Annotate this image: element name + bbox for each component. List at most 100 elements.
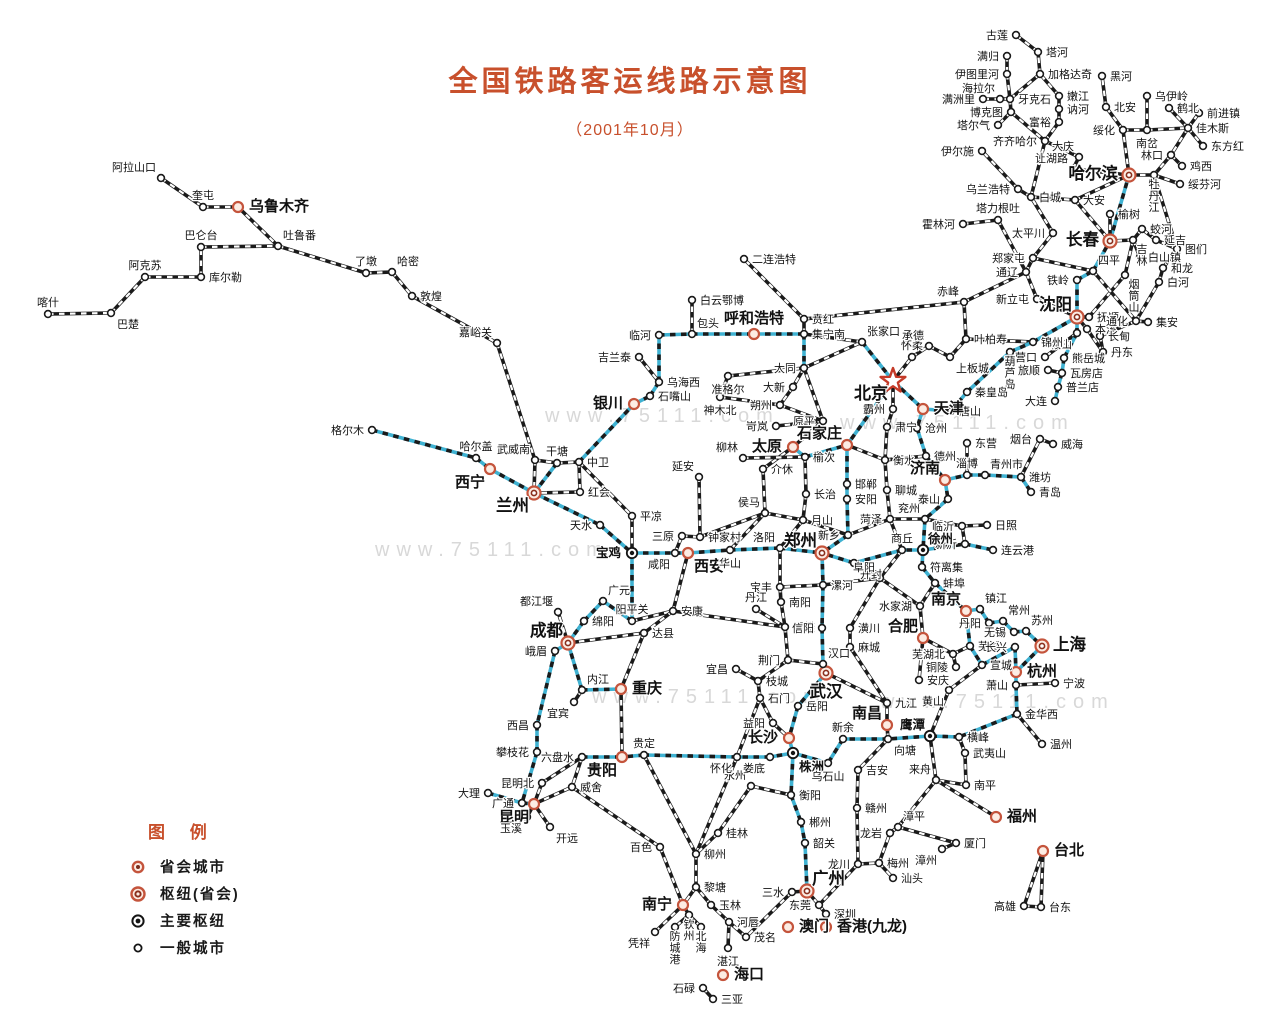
station-label: 淄博 <box>956 457 978 470</box>
station-label: 新余 <box>832 720 854 734</box>
rail-segment-ties <box>981 150 1019 190</box>
city-marker <box>574 457 584 467</box>
rail-segment-base <box>1123 239 1135 276</box>
rail-segment-ties <box>885 489 892 520</box>
legend-item-hub-capital: 枢纽(省会) <box>128 880 240 907</box>
station-label: 郑州 <box>784 530 817 550</box>
rail-segment-base <box>924 517 963 528</box>
city-marker <box>43 309 53 319</box>
station-label: 株洲 <box>799 759 824 774</box>
city-marker <box>771 421 781 431</box>
station-label: 合肥 <box>887 617 918 635</box>
hub-capital-marker-inner <box>818 549 826 557</box>
station-label: 宝丰 <box>750 580 772 594</box>
station-label: 介休 <box>771 463 793 476</box>
city-marker <box>198 202 208 212</box>
city-marker <box>845 642 855 652</box>
city-marker <box>977 146 987 156</box>
city-marker <box>708 994 718 1004</box>
city-marker <box>800 452 810 462</box>
city-marker <box>687 329 697 339</box>
station-label: 安庆 <box>927 673 949 687</box>
station-label: 牡丹江 <box>1149 177 1160 214</box>
station-label: 萧山 <box>986 679 1008 692</box>
station-label: 中卫 <box>587 456 609 469</box>
station-label: 哈尔盖 <box>460 439 493 453</box>
rail-segment-ties <box>887 734 931 741</box>
station-label: 长春 <box>1066 229 1100 249</box>
city-marker <box>1005 347 1015 357</box>
capital-city-icon <box>131 860 145 873</box>
city-marker <box>962 387 972 397</box>
rail-segment-base <box>897 825 957 845</box>
station-label: 锦州 <box>1041 335 1063 349</box>
station-label: 龙川 <box>828 858 850 871</box>
rail-segment-ties <box>1062 332 1079 359</box>
station-label: 新乡 <box>818 528 840 542</box>
city-marker <box>798 515 808 525</box>
watermark-text: www.75111.com <box>879 691 1115 713</box>
city-marker <box>1019 901 1029 911</box>
station-label: 永州 <box>724 768 746 782</box>
station-label: 大理 <box>458 786 480 800</box>
station-label: 赣州 <box>865 801 887 815</box>
station-label: 无锡 <box>984 625 1006 639</box>
city-marker <box>627 511 637 521</box>
station-label: 昆明北 <box>501 777 534 790</box>
city-marker <box>852 803 862 813</box>
rail-segment-ties <box>759 697 774 724</box>
capital-marker <box>786 440 800 454</box>
capital-marker <box>819 920 833 934</box>
city-marker <box>725 545 735 555</box>
rail-segment-ties <box>779 403 824 423</box>
capital-marker <box>916 631 930 645</box>
station-label: 白云鄂博 <box>700 293 744 307</box>
station-label: 霍林河 <box>922 217 955 231</box>
capital-marker <box>615 750 629 764</box>
rail-segment-ties <box>847 517 891 537</box>
city-marker <box>361 268 371 278</box>
city-marker <box>787 887 797 897</box>
station-label: 桂林 <box>726 826 748 840</box>
station-label: 黎塘 <box>704 880 726 894</box>
station-label: 哈尔滨 <box>1069 163 1119 183</box>
city-marker <box>1183 123 1193 133</box>
rail-segment-ties <box>997 219 1027 273</box>
station-label: 通辽 <box>996 266 1018 279</box>
rail-segment-ties <box>915 427 928 457</box>
station-label: 鸡西 <box>1190 159 1212 173</box>
rail-segment-base <box>883 426 889 461</box>
rail-segment-base <box>855 769 860 809</box>
rail-segment-ties <box>1135 281 1160 322</box>
station-label: 让湖路 <box>1035 152 1068 165</box>
station-label: 兰州 <box>496 495 529 515</box>
rail-segment-ties <box>729 546 781 552</box>
city-marker <box>775 543 785 553</box>
rail-segment-ties <box>643 753 738 759</box>
city-marker <box>883 734 893 744</box>
city-marker <box>915 601 925 611</box>
station-label: 铜陵 <box>926 660 948 674</box>
city-marker <box>1131 316 1141 326</box>
city-marker <box>1048 439 1058 449</box>
rail-segment-base <box>735 697 762 758</box>
ordinary-city-icon <box>133 943 143 952</box>
rail-segment-ties <box>860 340 895 383</box>
city-marker <box>598 596 608 606</box>
rail-segment-base <box>1044 139 1080 159</box>
city-marker <box>1101 102 1111 112</box>
station-label: 富裕 <box>1029 115 1051 129</box>
rail-segment-ties <box>638 356 660 383</box>
station-label: 太原 <box>752 437 782 455</box>
city-marker <box>993 215 1003 225</box>
city-marker <box>978 94 988 104</box>
rail-segment-base <box>1015 681 1056 687</box>
hub-capital-marker-inner <box>822 669 830 677</box>
city-marker <box>196 272 206 282</box>
station-label: 香港(九龙) <box>837 917 907 935</box>
station-label: 重庆 <box>632 679 662 697</box>
watermark-text: www.75111.com <box>544 405 780 427</box>
station-label: 内江 <box>587 672 609 686</box>
rail-segment-ties <box>818 863 859 906</box>
station-label: 百色 <box>630 840 652 854</box>
